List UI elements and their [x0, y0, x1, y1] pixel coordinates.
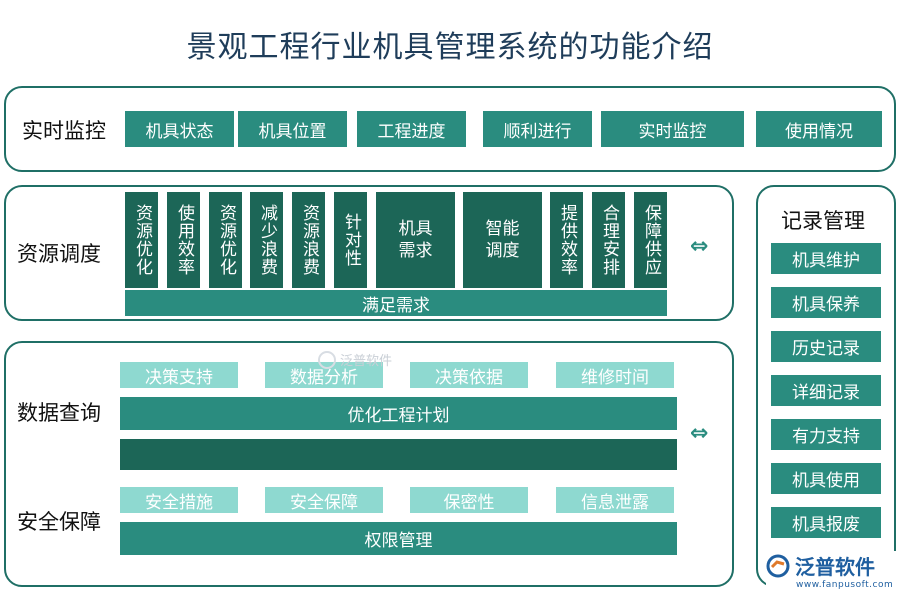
resource-item: 资源浪费 [292, 192, 325, 288]
realtime-label: 实时监控 [22, 119, 106, 143]
resource-item: 资源优化 [209, 192, 242, 288]
resource-item-text: 机具需求 [398, 219, 433, 261]
resource-item: 针对性 [334, 192, 367, 288]
security-item: 安全保障 [265, 487, 383, 513]
data-query-item: 数据分析 [265, 362, 383, 388]
records-item: 有力支持 [771, 419, 881, 450]
security-label: 安全保障 [17, 510, 101, 534]
watermark: 泛普软件 [318, 350, 392, 369]
brand-logo-name: 泛普软件 [795, 555, 875, 579]
security-item: 信息泄露 [556, 487, 674, 513]
query-arrow-icon: ⇔ [690, 421, 709, 446]
resource-arrow-icon: ⇔ [690, 234, 709, 259]
records-item: 机具使用 [771, 463, 881, 494]
data-query-bar: 优化工程计划 [120, 397, 677, 430]
records-label: 记录管理 [781, 209, 865, 233]
resource-label: 资源调度 [17, 242, 101, 266]
data-query-item: 决策依据 [410, 362, 528, 388]
security-item: 安全措施 [120, 487, 238, 513]
realtime-item: 顺利进行 [483, 111, 592, 147]
resource-item: 资源优化 [125, 192, 158, 288]
security-bar: 权限管理 [120, 522, 677, 555]
data-query-label: 数据查询 [17, 401, 101, 425]
watermark-logo-icon [318, 350, 336, 369]
security-item: 保密性 [410, 487, 528, 513]
realtime-item: 机具位置 [238, 111, 347, 147]
records-item: 机具报废 [771, 507, 881, 538]
data-query-item: 决策支持 [120, 362, 238, 388]
page-title: 景观工程行业机具管理系统的功能介绍 [186, 30, 714, 65]
resource-bottom-bar: 满足需求 [125, 290, 667, 316]
resource-item: 保障供应 [634, 192, 667, 288]
watermark-text: 泛普软件 [340, 354, 393, 369]
realtime-item: 使用情况 [756, 111, 882, 147]
brand-logo-icon [766, 554, 790, 577]
records-item: 机具维护 [771, 243, 881, 274]
resource-item-text: 智能调度 [485, 219, 520, 261]
realtime-item: 机具状态 [125, 111, 234, 147]
resource-item: 提供效率 [550, 192, 583, 288]
brand-logo: 泛普软件 www.fanpusoft.com [766, 551, 896, 597]
resource-item: 机具需求 [376, 192, 455, 288]
resource-item: 使用效率 [167, 192, 200, 288]
brand-logo-url: www.fanpusoft.com [796, 580, 894, 590]
realtime-item: 工程进度 [357, 111, 466, 147]
records-item: 详细记录 [771, 375, 881, 406]
records-item: 历史记录 [771, 331, 881, 362]
divider-bar [120, 439, 677, 470]
realtime-item: 实时监控 [601, 111, 744, 147]
records-item: 机具保养 [771, 287, 881, 318]
resource-item: 减少浪费 [250, 192, 283, 288]
resource-item: 智能调度 [463, 192, 542, 288]
resource-item: 合理安排 [592, 192, 625, 288]
data-query-item: 维修时间 [556, 362, 674, 388]
